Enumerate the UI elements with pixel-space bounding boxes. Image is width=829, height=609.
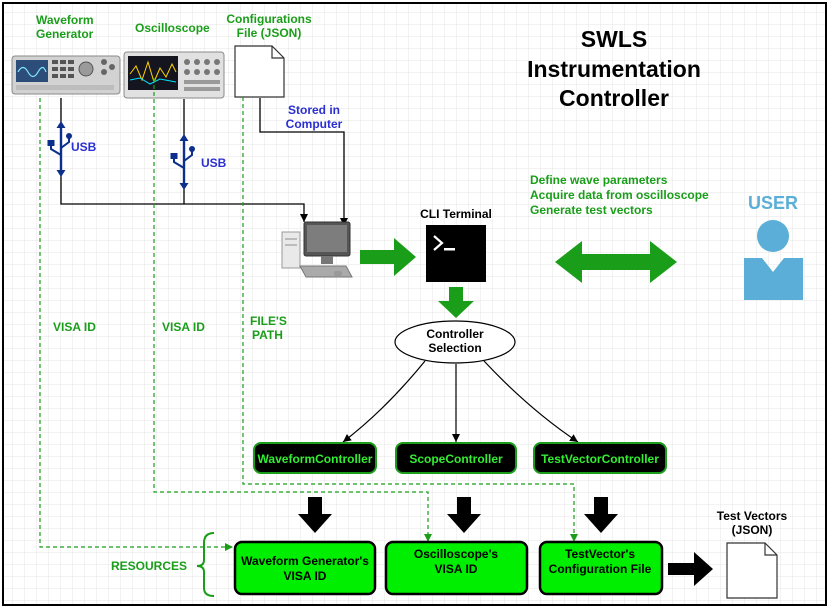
user-action-2: Acquire data from oscilloscope [530, 188, 709, 202]
computer-icon [281, 221, 353, 278]
resource-waveform-line-1: Waveform Generator's [241, 554, 369, 568]
file-path-label-1: FILE'S [250, 314, 287, 328]
computer-to-terminal-arrow [360, 238, 416, 276]
scope-controller-box [395, 442, 517, 474]
testvector-controller-label: TestVectorController [541, 452, 659, 466]
output-label-1: Test Vectors [717, 509, 788, 523]
title-line-3: Controller [559, 85, 669, 111]
output-file-icon [726, 542, 778, 599]
controller-selection-line-1: Controller [426, 327, 484, 341]
controller-selection-label: Controller Selection [426, 327, 484, 355]
output-arrow [668, 552, 713, 586]
resource-testvector-line-1: TestVector's [565, 547, 635, 561]
waveform-generator-label-2: Generator [36, 27, 94, 41]
resource-boxes: Waveform Generator's VISA ID Oscilloscop… [233, 540, 664, 596]
resource-box-waveform [233, 540, 377, 596]
waveform-controller-box [253, 442, 377, 474]
oscilloscope-label: Oscilloscope [135, 21, 210, 35]
device-labels: Waveform Generator Oscilloscope Configur… [36, 12, 312, 41]
usb-labels: USB USB [71, 140, 227, 170]
user-action-1: Define wave parameters [530, 173, 668, 187]
output-label-2: (JSON) [732, 523, 773, 537]
stored-label-1: Stored in [288, 103, 340, 117]
resource-links [39, 78, 578, 551]
config-file-label-2: File (JSON) [237, 26, 302, 40]
user-terminal-double-arrow [555, 241, 677, 283]
testvector-controller-box [533, 442, 667, 474]
stored-connection-line [259, 98, 348, 226]
resource-testvector-line-2: Configuration File [549, 562, 652, 576]
title-line-1: SWLS [581, 26, 647, 52]
oscilloscope-device [123, 51, 225, 99]
usb-right-label: USB [201, 156, 227, 170]
selector-edges [342, 360, 579, 443]
terminal-label: CLI Terminal [420, 207, 492, 221]
user-icon [744, 220, 803, 300]
waveform-controller-label: WaveformController [258, 452, 373, 466]
resources-brace [196, 532, 215, 597]
resource-oscilloscope-line-1: Oscilloscope's [414, 547, 499, 561]
resource-box-testvector [538, 540, 664, 596]
title-line-2: Instrumentation [527, 56, 701, 82]
stored-label-2: Computer [286, 117, 343, 131]
config-file-label-1: Configurations [226, 12, 312, 26]
terminal-icon [426, 225, 486, 282]
waveform-generator-label-1: Waveform [36, 13, 94, 27]
file-path-label-2: PATH [252, 328, 283, 342]
resources-label: RESOURCES [111, 559, 187, 573]
user-actions: Define wave parameters Acquire data from… [530, 173, 709, 217]
visa-id-left-label: VISA ID [53, 320, 96, 334]
visa-id-mid-label: VISA ID [162, 320, 205, 334]
resource-waveform-line-2: VISA ID [284, 569, 327, 583]
scope-controller-label: ScopeController [409, 452, 503, 466]
oscilloscope-screen [128, 56, 178, 90]
side-labels: VISA ID VISA ID FILE'S PATH [53, 314, 287, 342]
resource-oscilloscope-line-2: VISA ID [435, 562, 478, 576]
stored-label: Stored in Computer [286, 103, 343, 131]
down-arrows [298, 497, 618, 533]
user-label: USER [748, 193, 798, 213]
controller-selection-node [394, 320, 516, 364]
usb-left-label: USB [71, 140, 97, 154]
controllers-row: WaveformController ScopeController TestV… [253, 442, 667, 474]
waveform-generator-screen [16, 60, 48, 82]
waveform-generator-device [11, 55, 121, 95]
terminal-to-selector-arrow [438, 287, 474, 318]
controller-selection-line-2: Selection [428, 341, 481, 355]
title-group: SWLS Instrumentation Controller [527, 26, 701, 111]
config-file-icon [234, 45, 285, 98]
output-label: Test Vectors (JSON) [717, 509, 788, 537]
user-action-3: Generate test vectors [530, 203, 653, 217]
resource-box-oscilloscope [384, 540, 529, 596]
